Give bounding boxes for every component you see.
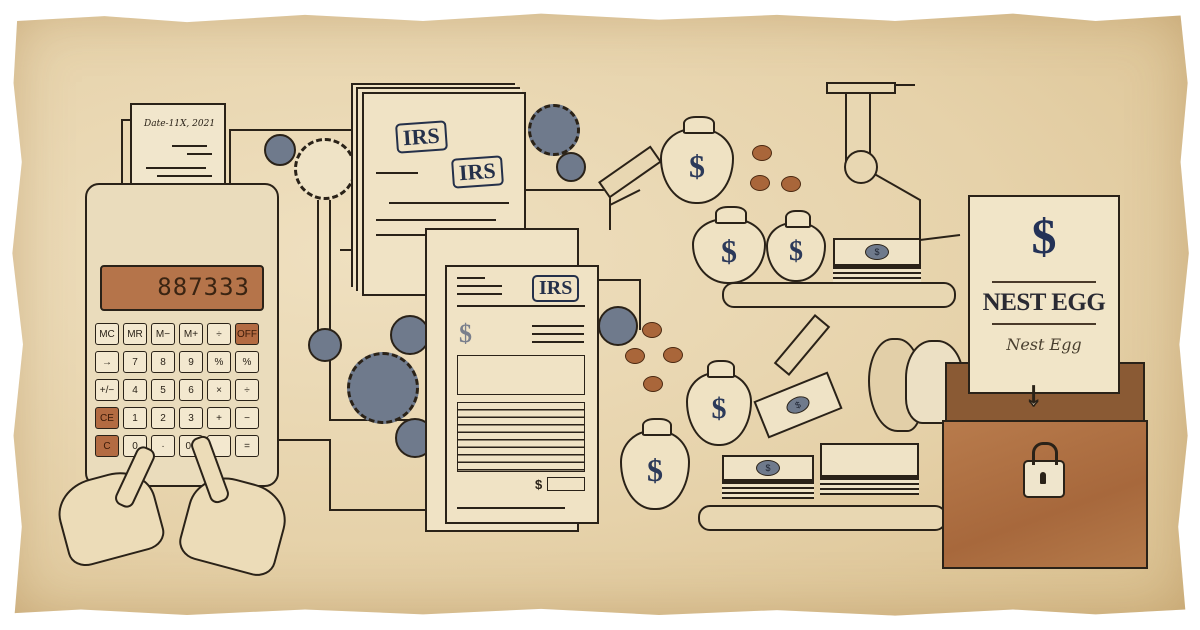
money-bag-icon: $ bbox=[766, 210, 826, 282]
coin-icon bbox=[781, 176, 801, 192]
coin-icon bbox=[752, 145, 772, 161]
total-dollar-symbol: $ bbox=[535, 477, 543, 492]
irs-stamp: IRS bbox=[395, 120, 448, 154]
display-value: 887333 bbox=[157, 273, 250, 301]
irs-stamp: IRS bbox=[532, 275, 580, 302]
irs-stamp: IRS bbox=[451, 155, 504, 189]
calculator-key[interactable]: MC bbox=[95, 323, 119, 345]
gear-icon bbox=[294, 138, 356, 200]
form-field-grid bbox=[457, 355, 585, 395]
gear-icon bbox=[528, 104, 580, 156]
calculator-key[interactable]: CE bbox=[95, 407, 119, 429]
calculator-display: 887333 bbox=[100, 265, 264, 311]
calculator-key[interactable]: 6 bbox=[179, 379, 203, 401]
calculator-key[interactable]: 9 bbox=[179, 351, 203, 373]
calculator-key[interactable]: → bbox=[95, 351, 119, 373]
down-arrow-icon: ↓ bbox=[1024, 374, 1043, 414]
calculator-key[interactable]: 7 bbox=[123, 351, 147, 373]
calculator-key[interactable]: 4 bbox=[123, 379, 147, 401]
calculator-key[interactable]: × bbox=[207, 379, 231, 401]
calculator-key[interactable]: MR bbox=[123, 323, 147, 345]
nest-egg-title: NEST EGG bbox=[982, 289, 1106, 316]
calculator-key[interactable]: − bbox=[235, 407, 259, 429]
cash-stack: $ bbox=[722, 455, 814, 481]
calculator-key[interactable]: M− bbox=[151, 323, 175, 345]
money-bag-icon: $ bbox=[686, 360, 752, 446]
gear-icon bbox=[347, 352, 419, 424]
gear-icon bbox=[390, 315, 430, 355]
calculator-key[interactable]: ÷ bbox=[235, 379, 259, 401]
calculator-key[interactable]: 3 bbox=[179, 407, 203, 429]
gear-icon bbox=[598, 306, 638, 346]
calculator-key[interactable]: C bbox=[95, 435, 119, 457]
robot-arm-joint bbox=[844, 150, 878, 184]
calculator-key[interactable]: 2 bbox=[151, 407, 175, 429]
form-line-items bbox=[457, 402, 585, 472]
banded-cash-stack bbox=[820, 443, 919, 477]
dollar-symbol: $ bbox=[459, 319, 472, 348]
calculator-key[interactable]: ÷ bbox=[207, 323, 231, 345]
calculator-key[interactable]: % bbox=[207, 351, 231, 373]
irs-tax-form: IRS $ $ bbox=[445, 265, 599, 524]
calculator-key[interactable]: + bbox=[207, 407, 231, 429]
money-bag-icon: $ bbox=[660, 116, 734, 204]
calculator-key[interactable]: OFF bbox=[235, 323, 259, 345]
gear-icon bbox=[308, 328, 342, 362]
calculator-key[interactable]: = bbox=[235, 435, 259, 457]
upper-conveyor-belt bbox=[722, 282, 956, 308]
tape-date-header: Date-11X, 2021 bbox=[144, 119, 216, 129]
gear-icon bbox=[264, 134, 296, 166]
calculator-key[interactable]: % bbox=[235, 351, 259, 373]
cash-stack: $ bbox=[833, 238, 921, 266]
money-bag-icon: $ bbox=[692, 206, 766, 284]
padlock-icon bbox=[1023, 442, 1065, 498]
nest-egg-document: $ NEST EGG Nest Egg bbox=[968, 195, 1120, 394]
money-bag-icon: $ bbox=[620, 418, 690, 510]
calculator-key[interactable]: 5 bbox=[151, 379, 175, 401]
coin-icon bbox=[625, 348, 645, 364]
calculator-key[interactable]: 8 bbox=[151, 351, 175, 373]
gear-icon bbox=[556, 152, 586, 182]
nest-egg-dollar: $ bbox=[1031, 208, 1057, 264]
coin-icon bbox=[643, 376, 663, 392]
lower-conveyor-belt bbox=[698, 505, 947, 531]
calculator-key[interactable]: M+ bbox=[179, 323, 203, 345]
calculator-key[interactable]: 1 bbox=[123, 407, 147, 429]
nest-egg-subtitle: Nest Egg bbox=[1006, 335, 1082, 354]
coin-icon bbox=[750, 175, 770, 191]
calculator-key[interactable]: · bbox=[151, 435, 175, 457]
coin-icon bbox=[663, 347, 683, 363]
calculator-key[interactable]: +/− bbox=[95, 379, 119, 401]
coin-icon bbox=[642, 322, 662, 338]
total-amount-box bbox=[547, 477, 585, 491]
